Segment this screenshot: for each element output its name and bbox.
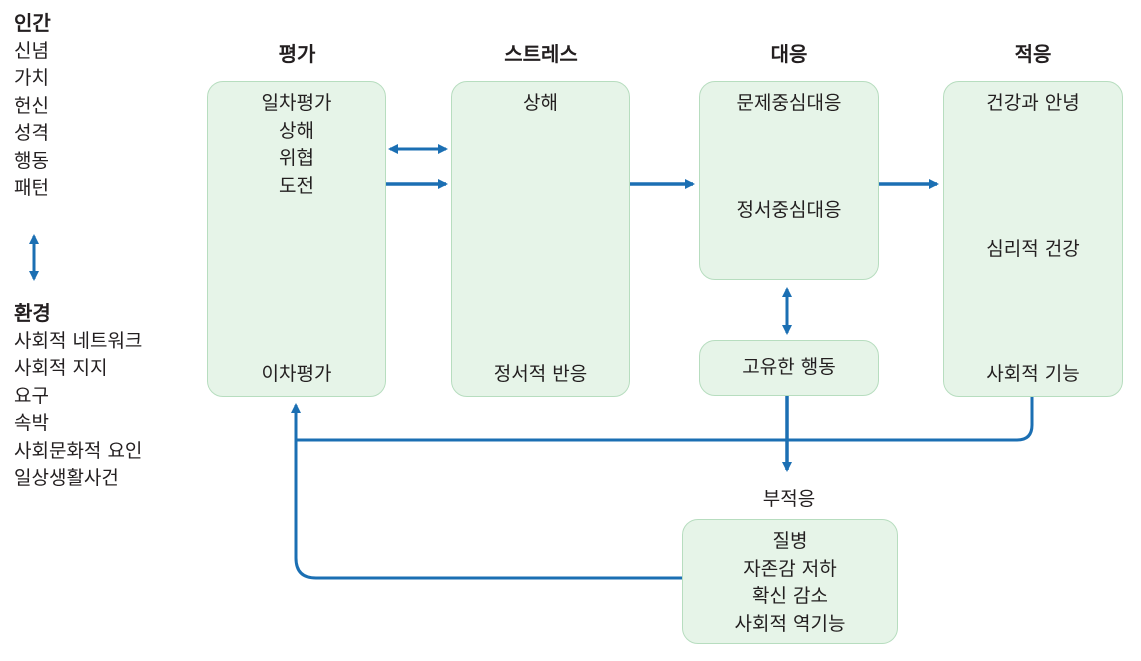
reduced-confidence-label: 확신 감소 [752,585,828,607]
environment-item: 사회적 지지 [14,357,108,379]
social-functioning-label: 사회적 기능 [986,363,1080,385]
person-heading: 인간 [14,11,51,35]
emotion-focused-label: 정서중심대응 [736,199,842,221]
threat-label: 위협 [279,147,314,169]
person-item: 패턴 [14,177,49,199]
maladaptation-feedback-arrow [291,403,682,580]
adaptation-heading: 적응 [1014,42,1052,66]
maladaptation-label: 부적응 [762,488,816,510]
person-item: 성격 [14,122,49,144]
environment-item: 사회문화적 요인 [14,439,143,462]
person-item: 가치 [14,67,49,89]
environment-item: 속박 [14,412,49,434]
psychological-health-label: 심리적 건강 [986,238,1080,260]
low-self-esteem-label: 자존감 저하 [743,557,837,580]
primary-appraisal-label: 일차평가 [261,92,332,114]
problem-focused-label: 문제중심대응 [736,92,842,114]
appraisal-box: 일차평가 상해 위협 도전 이차평가 [207,81,386,397]
inherent-behavior-label: 고유한 행동 [742,356,836,378]
person-factors: 인간 신념 가치 헌신 성격 행동 패턴 [14,10,51,203]
environment-factors: 환경 사회적 네트워크 사회적 지지 요구 속박 사회문화적 요인 일상생활사건 [14,300,142,493]
coping-box: 문제중심대응 정서중심대응 [699,81,879,280]
harm-label: 상해 [279,119,314,142]
adaptation-box: 건강과 안녕 심리적 건강 사회적 기능 [943,81,1123,397]
inherent-behavior-box: 고유한 행동 [699,340,879,396]
adaptation-feedback-line [297,397,1034,442]
secondary-appraisal-label: 이차평가 [261,363,332,385]
environment-heading: 환경 [14,301,51,325]
illness-label: 질병 [772,530,808,552]
social-dysfunction-label: 사회적 역기능 [734,612,846,635]
person-list: 신념 가치 헌신 성격 행동 패턴 [14,38,51,203]
appraisal-heading: 평가 [278,42,316,66]
person-item: 신념 [14,39,49,62]
health-wellbeing-label: 건강과 안녕 [986,92,1080,114]
maladaptation-box: 질병 자존감 저하 확신 감소 사회적 역기능 [682,519,898,644]
environment-item: 사회적 네트워크 [14,329,143,352]
coping-heading: 대응 [770,42,808,66]
stress-harm-label: 상해 [523,92,558,114]
environment-item: 요구 [14,384,49,407]
person-item: 행동 [14,149,49,172]
environment-list: 사회적 네트워크 사회적 지지 요구 속박 사회문화적 요인 일상생활사건 [14,328,142,493]
stress-box: 상해 정서적 반응 [451,81,630,397]
emotional-response-label: 정서적 반응 [493,363,588,385]
person-item: 헌신 [14,94,49,117]
stress-heading: 스트레스 [504,42,578,66]
environment-item: 일상생활사건 [14,467,119,489]
challenge-label: 도전 [279,174,314,197]
